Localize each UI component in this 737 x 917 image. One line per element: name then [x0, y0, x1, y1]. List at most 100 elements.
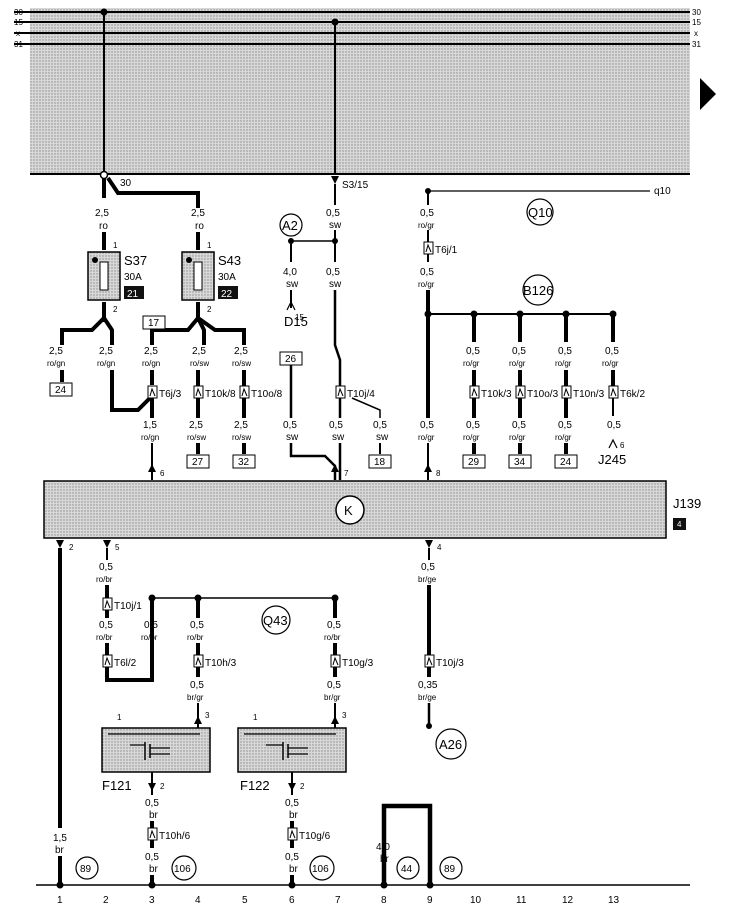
- wire-segment: [60, 316, 106, 345]
- wire-label: br/gr: [324, 693, 341, 702]
- wire-label: 0,5: [99, 620, 113, 631]
- ref-box-label: 24: [55, 385, 67, 396]
- connector-label: T10j/1: [114, 601, 142, 612]
- rail-label-15-left: 15: [14, 18, 23, 27]
- wire-segment: [150, 316, 200, 345]
- wire-segment: [289, 443, 337, 480]
- pin-label: 1: [207, 241, 212, 250]
- circle-a26: [435, 728, 467, 760]
- circle-89-label: 89: [444, 864, 456, 875]
- connector-label: T10h/6: [159, 831, 191, 842]
- connector-t10h3: [193, 654, 204, 668]
- wire-s43-feed: [106, 176, 200, 208]
- arrow-icon: [331, 176, 339, 184]
- wire-label: 0,5: [283, 420, 297, 431]
- fuse-s43-rating: 30A: [218, 272, 236, 283]
- pin-label: 2: [113, 305, 118, 314]
- wire-label: br/ge: [418, 575, 437, 584]
- wire-label: sw: [332, 432, 345, 443]
- pin-arrow-icon: [286, 300, 296, 311]
- circle-k-label: K: [344, 503, 353, 518]
- junction-dot: [148, 881, 156, 889]
- wire-label: ro/gr: [418, 433, 435, 442]
- junction-dot: [56, 881, 64, 889]
- b126-drop-4: [609, 310, 617, 342]
- ref-box: [142, 315, 166, 330]
- wire-label: sw: [329, 220, 342, 231]
- grid-number: 7: [335, 895, 341, 906]
- wire-label: 2,5: [189, 420, 203, 431]
- pin-label: 1: [253, 713, 258, 722]
- ref-box: [232, 454, 256, 469]
- connector-label: T10o/8: [251, 389, 283, 400]
- wire-label: 0,5: [145, 798, 159, 809]
- connector-t10g3: [330, 654, 341, 668]
- pin-label: 6: [620, 441, 625, 450]
- wire-label: 2,5: [49, 346, 63, 357]
- grid-number: 12: [562, 895, 574, 906]
- grid-number: 2: [103, 895, 109, 906]
- wire-label: 4,0: [376, 842, 390, 853]
- wire-label: 0,5: [285, 798, 299, 809]
- connector-t10k8: [193, 385, 204, 399]
- connector-t10h6: [147, 827, 158, 841]
- circle-89: [439, 856, 463, 880]
- ref-box-label: 32: [238, 457, 250, 468]
- ref-box: [186, 454, 210, 469]
- circle-b126: [522, 274, 554, 306]
- relay-f122: [237, 727, 347, 773]
- fuse-slot-box: [218, 286, 238, 299]
- wire-label: ro/gr: [602, 359, 619, 368]
- junction-dot: [331, 18, 339, 26]
- circle-q10-label: Q10: [528, 205, 553, 220]
- fuse-s37-name: S37: [124, 253, 147, 268]
- wire-label: 0,5: [99, 562, 113, 573]
- connector-t10n3: [561, 385, 572, 399]
- pin-label: 1: [113, 241, 118, 250]
- ref-box-label: 24: [560, 457, 572, 468]
- wire-segment: [110, 370, 154, 412]
- connector-t10o8: [239, 385, 250, 399]
- pin-label: 5: [115, 543, 120, 552]
- arrow-icon: [148, 464, 156, 472]
- wire-label: sw: [376, 432, 389, 443]
- rail-label-31-right: 31: [692, 40, 701, 49]
- wire-label: ro: [99, 221, 108, 232]
- connector-t10o3: [515, 385, 526, 399]
- arrow-icon: [424, 464, 432, 472]
- wire-label: 0,5: [466, 420, 480, 431]
- s315-label: S3/15: [342, 180, 369, 191]
- wire-label: 0,5: [326, 267, 340, 278]
- pin-label: 2: [160, 782, 165, 791]
- circle-44-label: 44: [401, 864, 413, 875]
- fuse-s37: [87, 251, 121, 301]
- wire-label: 2,5: [144, 346, 158, 357]
- pin-label: 15: [295, 313, 304, 322]
- wire-label: br: [380, 854, 390, 865]
- grid-number: 4: [195, 895, 201, 906]
- grid-number: 13: [608, 895, 620, 906]
- connector-label: T6l/2: [114, 658, 137, 669]
- grid-number: 3: [149, 895, 155, 906]
- wire-label: br: [55, 845, 65, 856]
- wire-label: ro/gr: [555, 359, 572, 368]
- rail-label-15-right: 15: [692, 18, 701, 27]
- b126-drop-2: [516, 310, 524, 342]
- grid-number: 6: [289, 895, 295, 906]
- wire-label: 2,5: [192, 346, 206, 357]
- wire-label: sw: [286, 432, 299, 443]
- junction-dot: [332, 238, 338, 244]
- wire-label: ro/br: [96, 633, 113, 642]
- wire-label: 0,5: [329, 420, 343, 431]
- wire-label: br/gr: [187, 693, 204, 702]
- wire-label: 1,5: [53, 833, 67, 844]
- pin-label: 7: [344, 469, 349, 478]
- circle-a26-label: A26: [439, 737, 462, 752]
- circle-89: [75, 856, 99, 880]
- wire-label: 2,5: [234, 420, 248, 431]
- connector-label: T10j/3: [436, 658, 464, 669]
- junction-dot: [288, 881, 296, 889]
- wire-label: sw: [286, 279, 299, 290]
- ref-box-label: 26: [285, 354, 297, 365]
